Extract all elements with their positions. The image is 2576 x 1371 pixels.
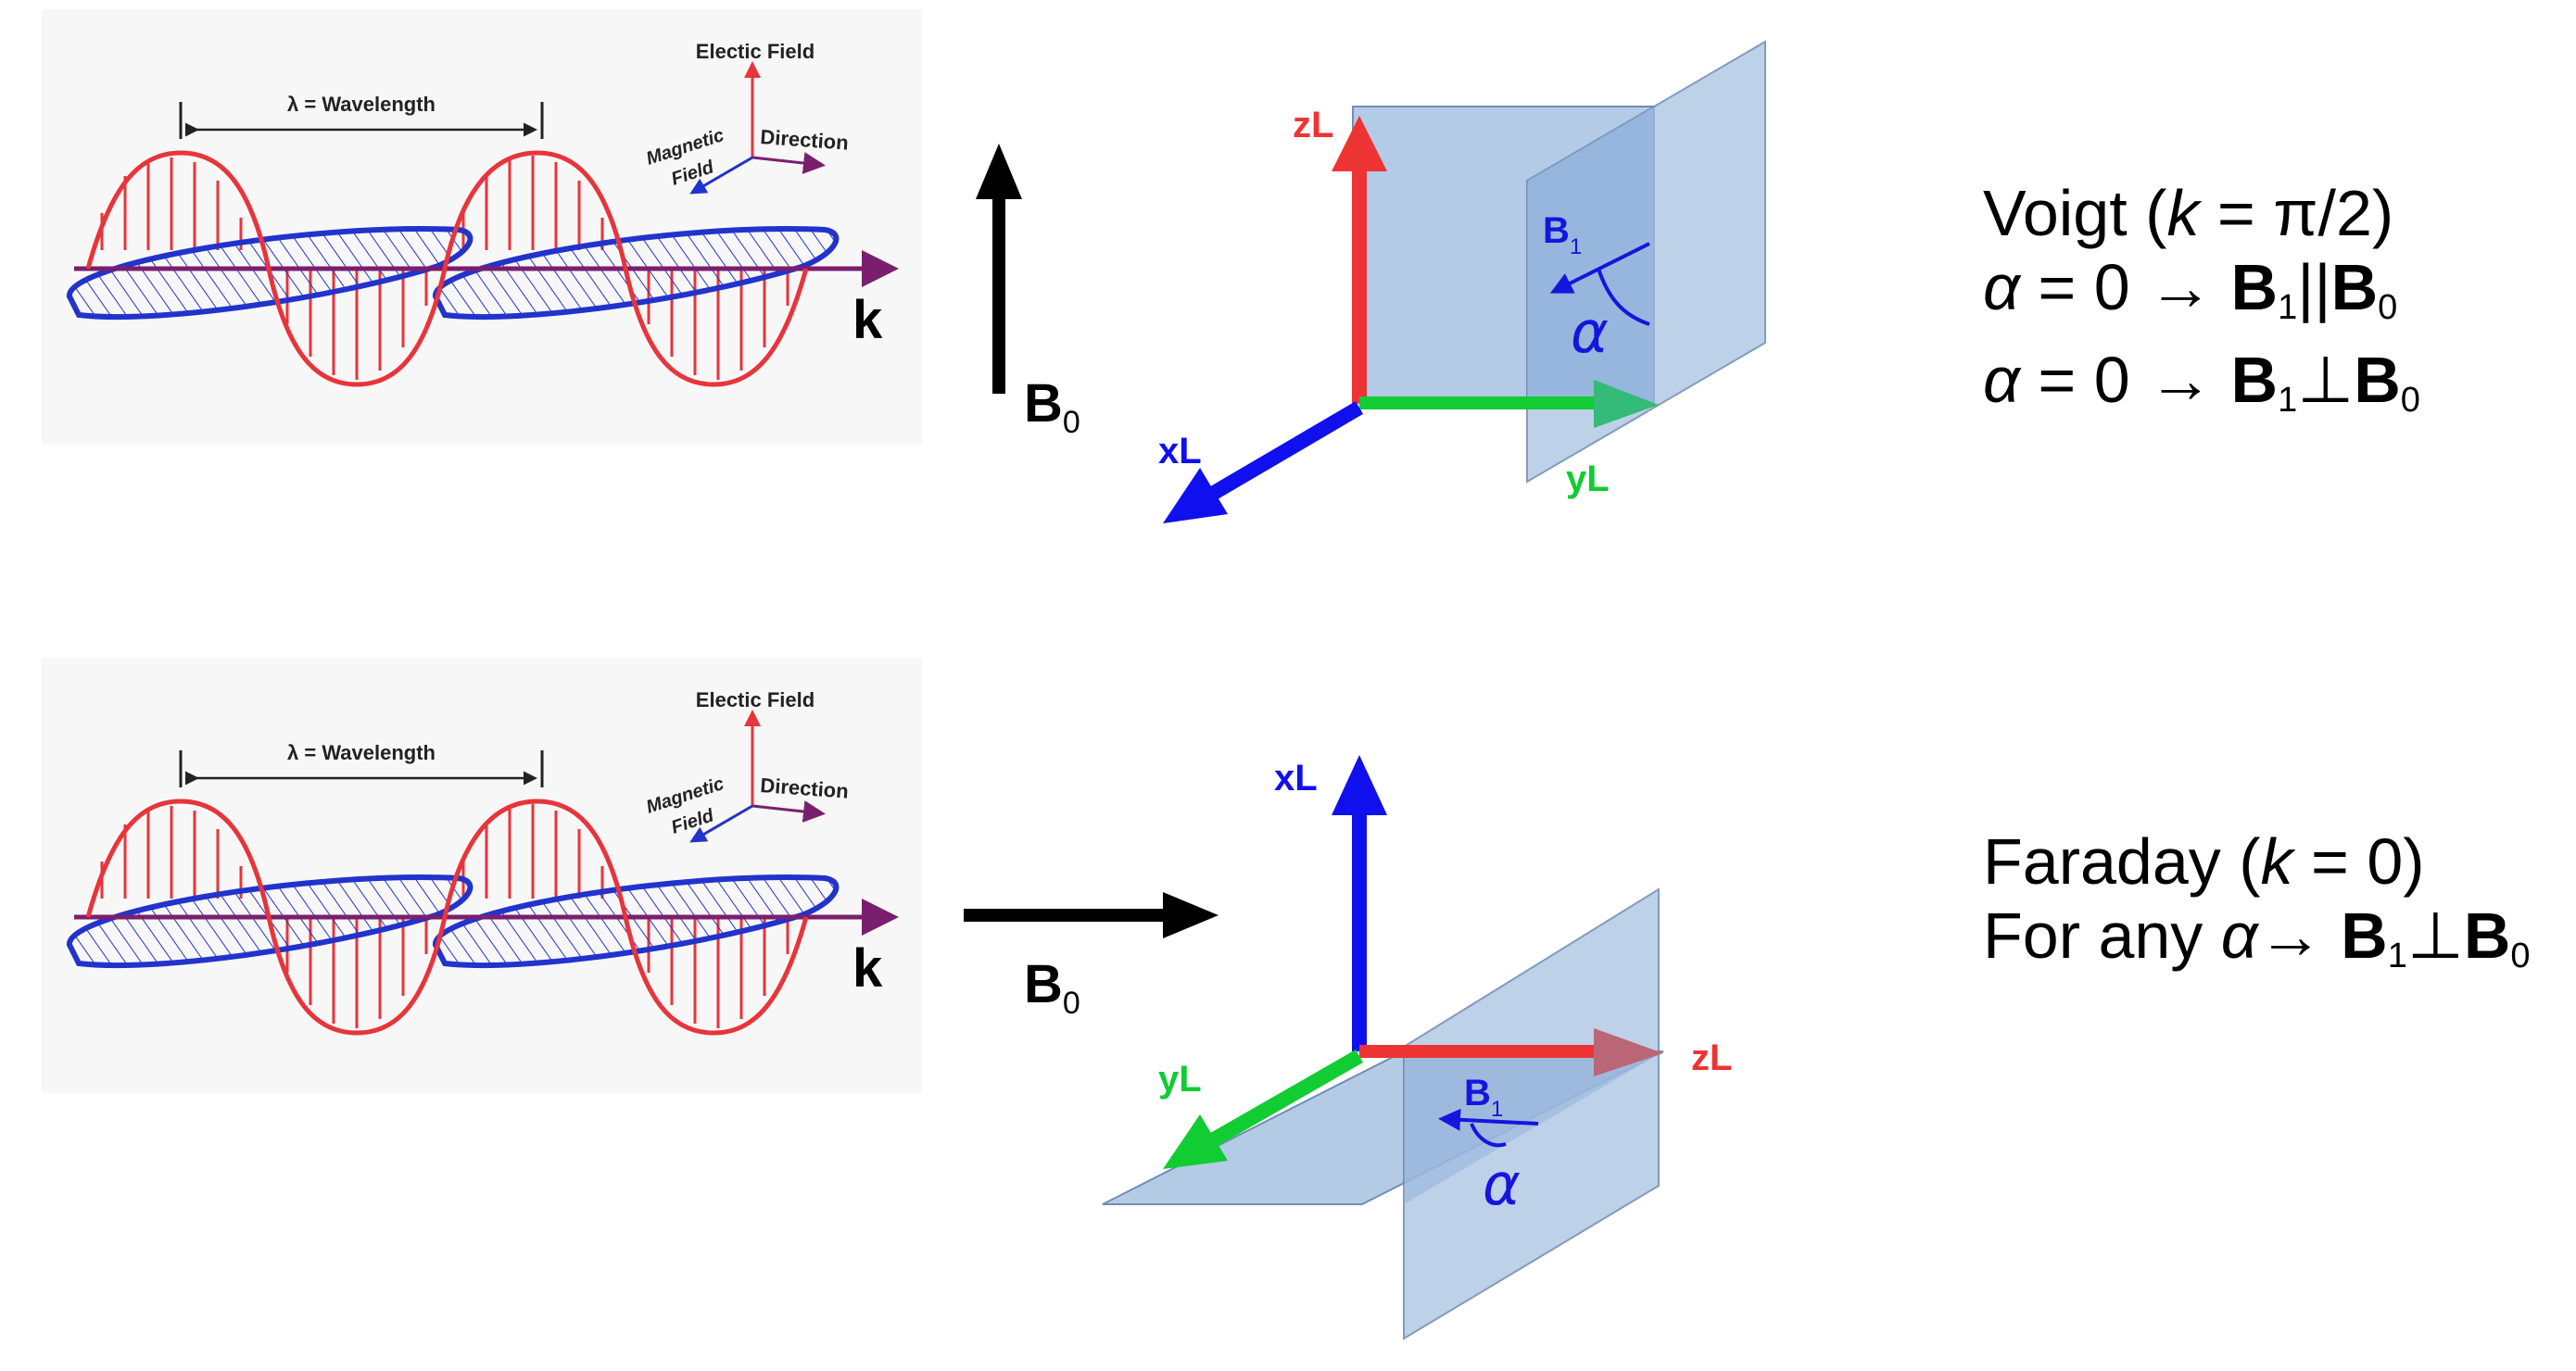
x-axis-label-top: xL — [1158, 431, 1202, 472]
b0-label-top: B0 — [1024, 373, 1080, 440]
electric-field-label: Electic Field — [696, 40, 814, 63]
alpha-label-bottom: α — [1483, 1151, 1521, 1218]
z-axis-label-bottom: zL — [1691, 1038, 1732, 1078]
faraday-condition: For any α→ B1⊥B0 — [1983, 899, 2531, 975]
faraday-title: Faraday (k = 0) — [1983, 825, 2425, 898]
k-label-top: k — [852, 290, 883, 350]
wavelength-label: λ = Wavelength — [287, 741, 436, 764]
wave-illustration-top: λ = Wavelength Electic Field Direction M… — [42, 9, 922, 445]
voigt-description: Voigt (k = π/2) α = 0 → B1||B0 α = 0 → B… — [1983, 176, 2420, 420]
b0-label-bottom: B0 — [1024, 954, 1080, 1021]
axes-bottom: xL yL zL B1 α — [1102, 755, 1732, 1340]
z-axis-label-top: zL — [1293, 105, 1333, 145]
b1-label-bottom: B1 — [1464, 1073, 1503, 1122]
b0-arrow-vertical: B0 — [976, 144, 1080, 440]
electric-field-label: Electic Field — [696, 688, 814, 711]
wavelength-label: λ = Wavelength — [287, 93, 436, 116]
voigt-title: Voigt (k = π/2) — [1983, 177, 2394, 249]
b1-label-top: B1 — [1543, 210, 1582, 259]
wave-illustration-bottom: λ = Wavelength Electic Field Direction M… — [42, 658, 922, 1093]
faraday-description: Faraday (k = 0) For any α→ B1⊥B0 — [1983, 824, 2531, 975]
y-axis-label-bottom: yL — [1158, 1059, 1202, 1100]
b0-arrow-horizontal: B0 — [964, 892, 1219, 1021]
y-axis-label-top: yL — [1566, 459, 1610, 499]
axes-top: zL xL yL B1 α — [1158, 40, 1766, 523]
voigt-perpendicular-condition: α = 0 → B1⊥B0 — [1983, 344, 2420, 420]
x-axis-label-bottom: xL — [1274, 758, 1318, 799]
k-label-bottom: k — [852, 938, 883, 999]
alpha-label-top: α — [1571, 298, 1609, 366]
voigt-parallel-condition: α = 0 → B1||B0 — [1983, 251, 2398, 327]
